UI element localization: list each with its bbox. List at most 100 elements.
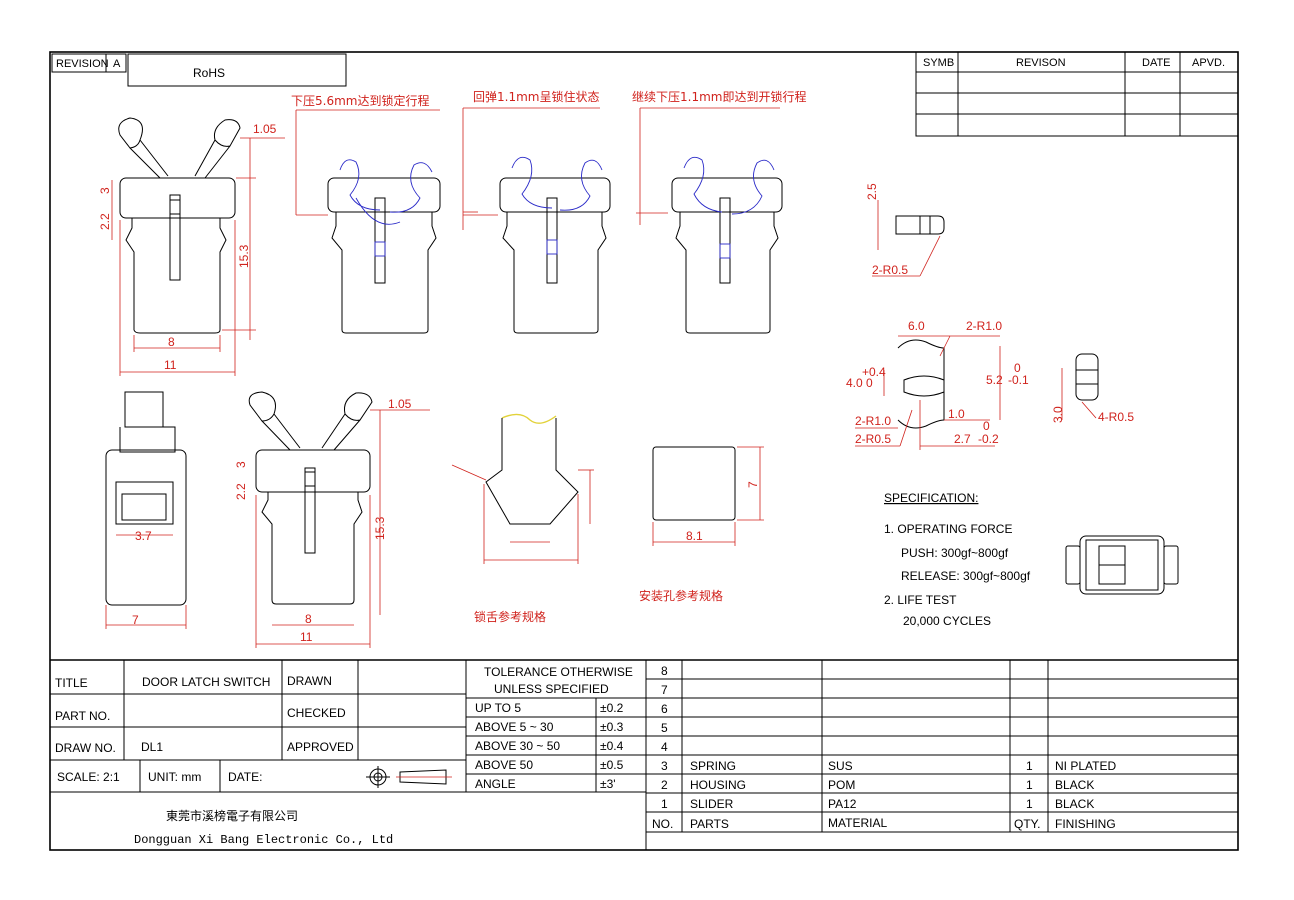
bom-row-material: PA12 — [828, 797, 857, 811]
spec-line-1: 1. OPERATING FORCE — [884, 522, 1012, 536]
bom-table: 8 7 6 5 4 3 SPRING SUS 1 NI PLATED 2 HOU… — [646, 660, 1238, 833]
title-value: DOOR LATCH SWITCH — [142, 675, 270, 689]
tongue-profile — [451, 413, 594, 564]
rev-col-date: DATE — [1142, 57, 1171, 69]
front-view-dimensions: 1.05 3 2.2 15.3 8 11 — [98, 122, 285, 376]
revision-box: REVISION A RoHS — [51, 53, 347, 87]
bom-row-finish: BLACK — [1055, 778, 1094, 792]
dim-3-a: 3 — [98, 187, 112, 194]
bom-row-part: SLIDER — [690, 797, 734, 811]
dim-2-7: 2.7 — [954, 432, 971, 446]
dim-8-a: 8 — [168, 335, 175, 349]
dim-2-2-b: 2.2 — [234, 483, 248, 500]
block-detail: 3.0 4-R0.5 — [1051, 353, 1134, 424]
bom-row-qty: 1 — [1026, 759, 1033, 773]
state-view-unlocking — [671, 156, 783, 334]
dim-4-r0-5: 4-R0.5 — [1098, 410, 1134, 424]
title-label: TITLE — [55, 676, 88, 690]
bom-row-material: SUS — [828, 759, 853, 773]
bom-row-no: 1 — [661, 797, 668, 811]
tol-range-4: ABOVE 50 — [475, 758, 533, 772]
note-press-again: 继续下压1.1mm即达到开锁行程 — [632, 89, 806, 104]
dim-2-r0-5-slot: 2-R0.5 — [855, 432, 891, 446]
dim-7-hole: 7 — [746, 481, 760, 488]
rev-col-symb: SYMB — [923, 57, 954, 69]
bom-row-qty: 1 — [1026, 778, 1033, 792]
dim-2-r1-0-top: 2-R1.0 — [966, 319, 1002, 333]
tolerance-table: TOLERANCE OTHERWISE UNLESS SPECIFIED UP … — [466, 660, 647, 850]
bom-num-6: 6 — [661, 702, 668, 716]
dim-2-5: 2.5 — [865, 183, 879, 200]
revision-value: A — [113, 58, 121, 70]
tol-value-3: ±0.4 — [600, 739, 624, 753]
specification-block: SPECIFICATION: 1. OPERATING FORCE PUSH: … — [884, 491, 1031, 628]
tol-value-2: ±0.3 — [600, 720, 624, 734]
side-view: 3.7 7 — [105, 391, 187, 629]
dim-2-7-tol-minus: -0.2 — [978, 432, 999, 446]
tol-value-1: ±0.2 — [600, 701, 624, 715]
bom-header-parts: PARTS — [690, 817, 729, 831]
tol-range-1: UP TO 5 — [475, 701, 521, 715]
dim-5-2-tol-minus: -0.1 — [1008, 373, 1029, 387]
tol-value-4: ±0.5 — [600, 758, 624, 772]
tol-range-3: ABOVE 30 ~ 50 — [475, 739, 560, 753]
bom-num-8: 8 — [661, 664, 668, 678]
dim-4-0: 4.0 — [846, 376, 863, 390]
label-tongue-spec: 锁舌参考规格 — [474, 609, 546, 624]
label-hole-spec: 安装孔参考规格 — [639, 588, 723, 603]
state-view-locking — [327, 159, 441, 334]
slot-detail: 6.0 2-R1.0 4.0 +0.4 0 5.2 0 -0.1 1.0 2-R… — [846, 319, 1029, 450]
dim-8-b: 8 — [305, 612, 312, 626]
tol-range-2: ABOVE 5 ~ 30 — [475, 720, 554, 734]
drawn-label: DRAWN — [287, 674, 332, 688]
rohs-label: RoHS — [193, 66, 225, 80]
tol-header-1: TOLERANCE OTHERWISE — [484, 665, 633, 679]
bom-row-material: POM — [828, 778, 855, 792]
dim-1-05-lower: 1.05 — [388, 397, 412, 411]
checked-label: CHECKED — [287, 706, 346, 720]
bom-header-finishing: FINISHING — [1055, 817, 1116, 831]
bom-row-part: HOUSING — [690, 778, 746, 792]
bom-row-finish: BLACK — [1055, 797, 1094, 811]
dim-3-7: 3.7 — [135, 529, 152, 543]
bom-header-no: NO. — [652, 817, 673, 831]
dim-11-b: 11 — [300, 630, 313, 644]
dim-1-0: 1.0 — [948, 407, 965, 421]
dim-8-1: 8.1 — [686, 529, 703, 543]
front-view-lower: 1.05 3 2.2 15.3 8 11 — [234, 391, 430, 648]
dim-5-2: 5.2 — [986, 373, 1003, 387]
draw-no-value: DL1 — [141, 740, 163, 754]
bom-num-5: 5 — [661, 721, 668, 735]
company-name-en: Dongguan Xi Bang Electronic Co., Ltd — [134, 833, 393, 847]
rev-col-apvd: APVD. — [1192, 57, 1225, 69]
dim-11-a: 11 — [164, 358, 177, 372]
unit-label: UNIT: mm — [148, 770, 201, 784]
part-no-label: PART NO. — [55, 709, 110, 723]
tol-value-5: ±3' — [600, 777, 616, 791]
dim-15-3-b: 15.3 — [373, 516, 387, 540]
tol-header-2: UNLESS SPECIFIED — [494, 682, 609, 696]
dim-5-2-tol-zero: 0 — [1014, 361, 1021, 375]
spec-line-4: 2. LIFE TEST — [884, 593, 957, 607]
bom-row-part: SPRING — [690, 759, 736, 773]
revision-label: REVISION — [56, 58, 109, 70]
top-view-small — [1065, 535, 1179, 595]
state-view-locked — [499, 156, 611, 334]
approved-label: APPROVED — [287, 740, 354, 754]
dim-2-7-tol-zero: 0 — [983, 419, 990, 433]
spec-line-5: 20,000 CYCLES — [903, 614, 991, 628]
sheet-border — [49, 51, 1239, 851]
note-press-down: 下压5.6mm达到锁定行程 — [291, 93, 429, 108]
dim-7-side: 7 — [132, 613, 139, 627]
draw-no-label: DRAW NO. — [55, 741, 116, 755]
date-label: DATE: — [228, 770, 262, 784]
title-block: TITLE DOOR LATCH SWITCH DRAWN PART NO. C… — [50, 659, 1238, 847]
bom-num-4: 4 — [661, 740, 668, 754]
bom-num-7: 7 — [661, 683, 668, 697]
revision-table: SYMB REVISON DATE APVD. — [915, 51, 1239, 137]
bom-row-no: 3 — [661, 759, 668, 773]
rev-col-revison: REVISON — [1016, 57, 1066, 69]
bom-row-no: 2 — [661, 778, 668, 792]
spec-heading: SPECIFICATION: — [884, 491, 978, 505]
